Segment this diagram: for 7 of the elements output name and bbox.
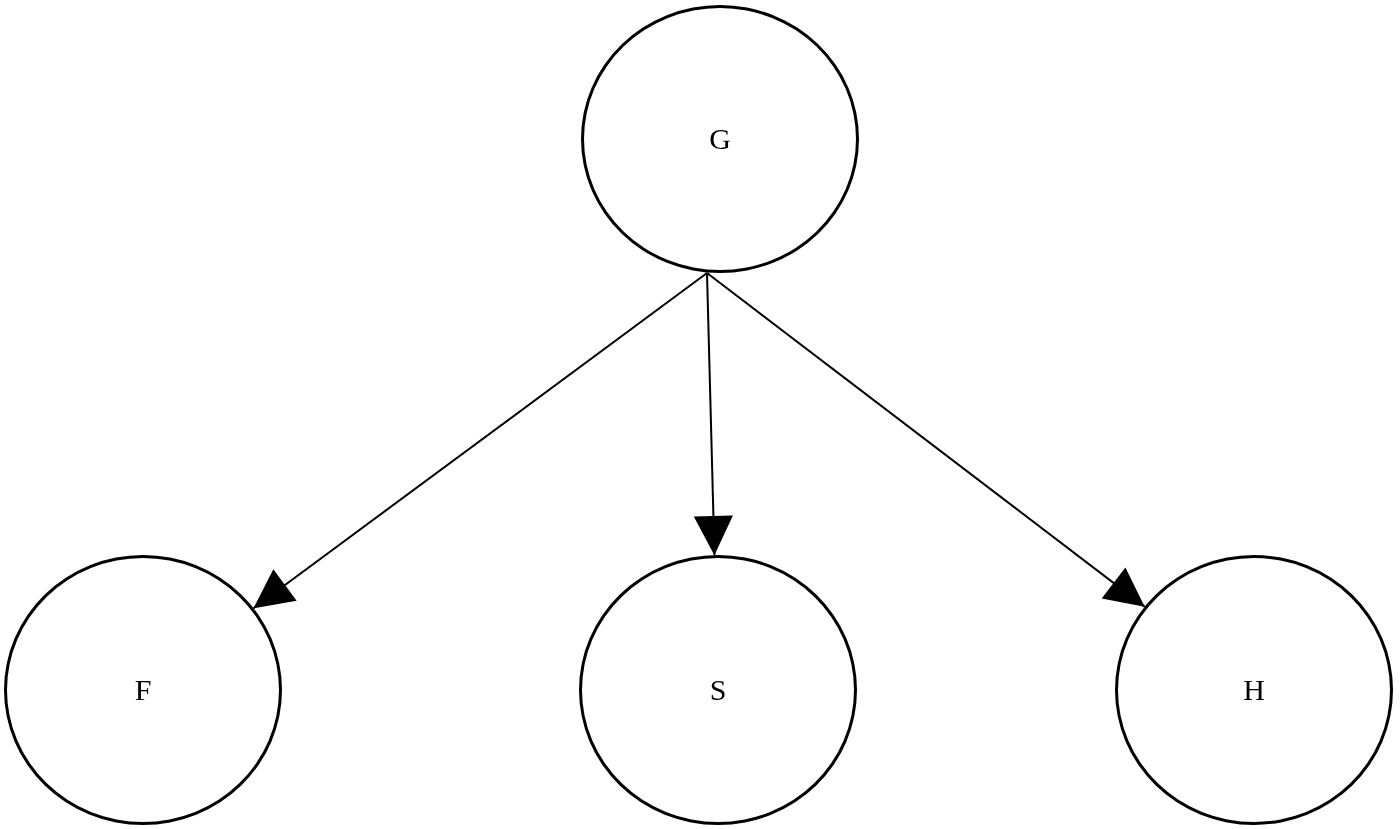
arrow xyxy=(706,272,1146,608)
arrow xyxy=(252,272,708,610)
node-label: S xyxy=(709,673,727,707)
node-label: G xyxy=(709,122,731,156)
node-label: H xyxy=(1243,673,1265,707)
node-label: F xyxy=(134,673,152,707)
arrow xyxy=(693,272,733,557)
